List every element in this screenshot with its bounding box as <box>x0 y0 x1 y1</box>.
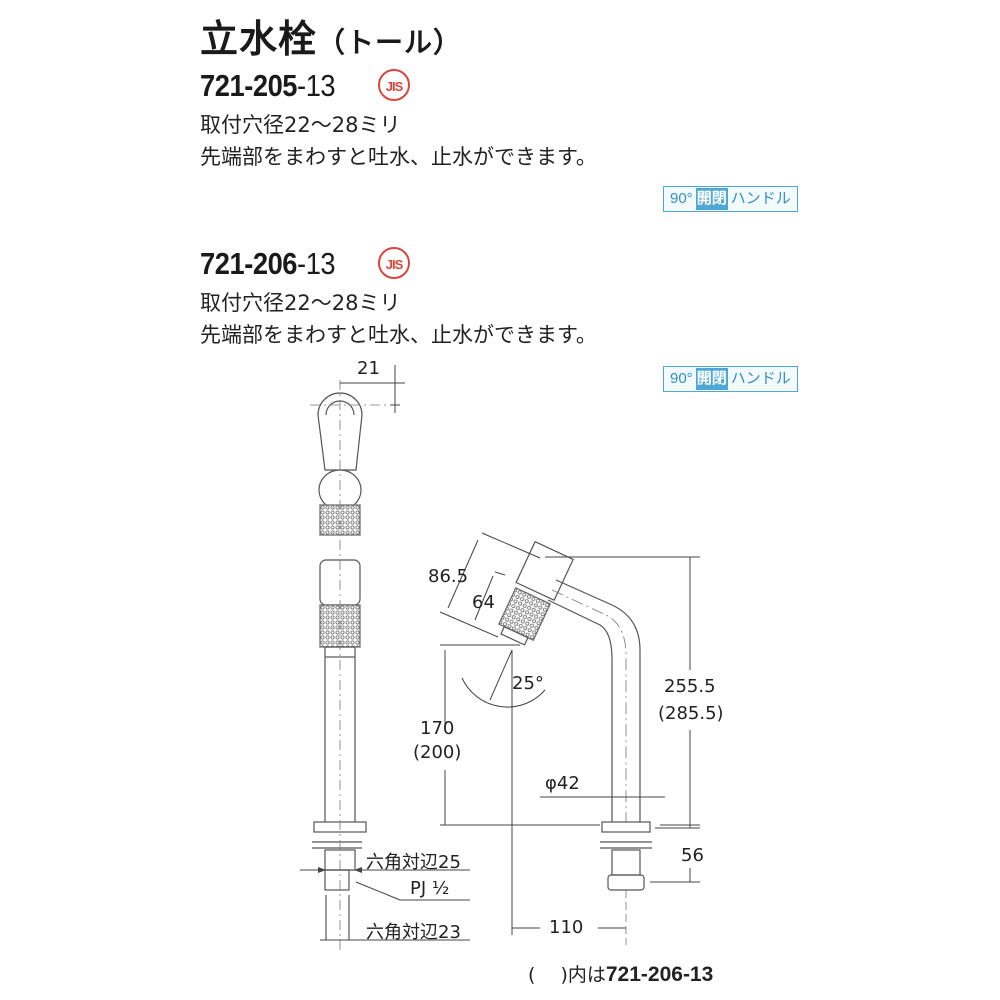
page-title: 立水栓（トール） <box>200 8 462 63</box>
dim-label-phi42: φ42 <box>545 773 580 794</box>
dim-label-pj-half: PJ ½ <box>410 878 450 899</box>
handle-badge-2: 90° 開閉 ハンドル <box>663 366 798 392</box>
model-suffix: -13 <box>297 68 336 103</box>
dim-label-86-5: 86.5 <box>428 566 469 587</box>
dim-label-64: 64 <box>472 592 495 613</box>
badge-angle: 90° <box>670 190 693 207</box>
model-main: 721-206 <box>200 246 298 281</box>
title-sub: （トール） <box>317 26 463 59</box>
product-2-feature: 先端部をまわすと吐水、止水ができます。 <box>200 323 597 347</box>
side-view-drawing <box>312 392 367 940</box>
jis-mark-icon: JIS <box>378 69 410 101</box>
dim-label-21: 21 <box>357 358 380 379</box>
title-main: 立水栓 <box>200 17 318 61</box>
dim-label-110: 110 <box>549 917 584 938</box>
dim-label-200: (200) <box>413 742 462 763</box>
front-view-drawing <box>498 540 652 891</box>
handle-badge-1: 90° 開閉 ハンドル <box>663 186 798 212</box>
badge-highlight: 開閉 <box>695 368 728 390</box>
dim-21 <box>340 365 405 413</box>
footnote: ( )内は721-206-13 <box>528 960 713 987</box>
dim-label-hex23: 六角対辺23 <box>366 922 461 943</box>
badge-label: ハンドル <box>730 370 791 387</box>
dim-label-285-5: (285.5) <box>658 703 724 724</box>
footnote-prefix: ( )内は <box>528 964 606 986</box>
dim-label-56: 56 <box>681 845 704 866</box>
front-view-dims <box>439 532 700 935</box>
product-model-1: 721-205-13 <box>200 68 336 104</box>
model-main: 721-205 <box>200 68 298 103</box>
side-view-dims <box>300 867 470 941</box>
product-1-mount-hole: 取付穴径22〜28ミリ <box>200 113 401 137</box>
footnote-model: 721-206-13 <box>605 963 714 986</box>
badge-label: ハンドル <box>730 190 791 207</box>
dim-label-255-5: 255.5 <box>664 676 716 697</box>
product-1-feature: 先端部をまわすと吐水、止水ができます。 <box>200 145 597 169</box>
model-suffix: -13 <box>297 246 336 281</box>
dim-label-hex25: 六角対辺25 <box>366 852 461 873</box>
badge-highlight: 開閉 <box>695 188 728 210</box>
dim-label-170: 170 <box>420 718 455 739</box>
jis-mark-icon: JIS <box>378 247 410 279</box>
badge-angle: 90° <box>670 370 693 387</box>
product-2-mount-hole: 取付穴径22〜28ミリ <box>200 291 401 315</box>
dim-label-25-deg: 25° <box>512 673 544 694</box>
product-model-2: 721-206-13 <box>200 246 336 282</box>
